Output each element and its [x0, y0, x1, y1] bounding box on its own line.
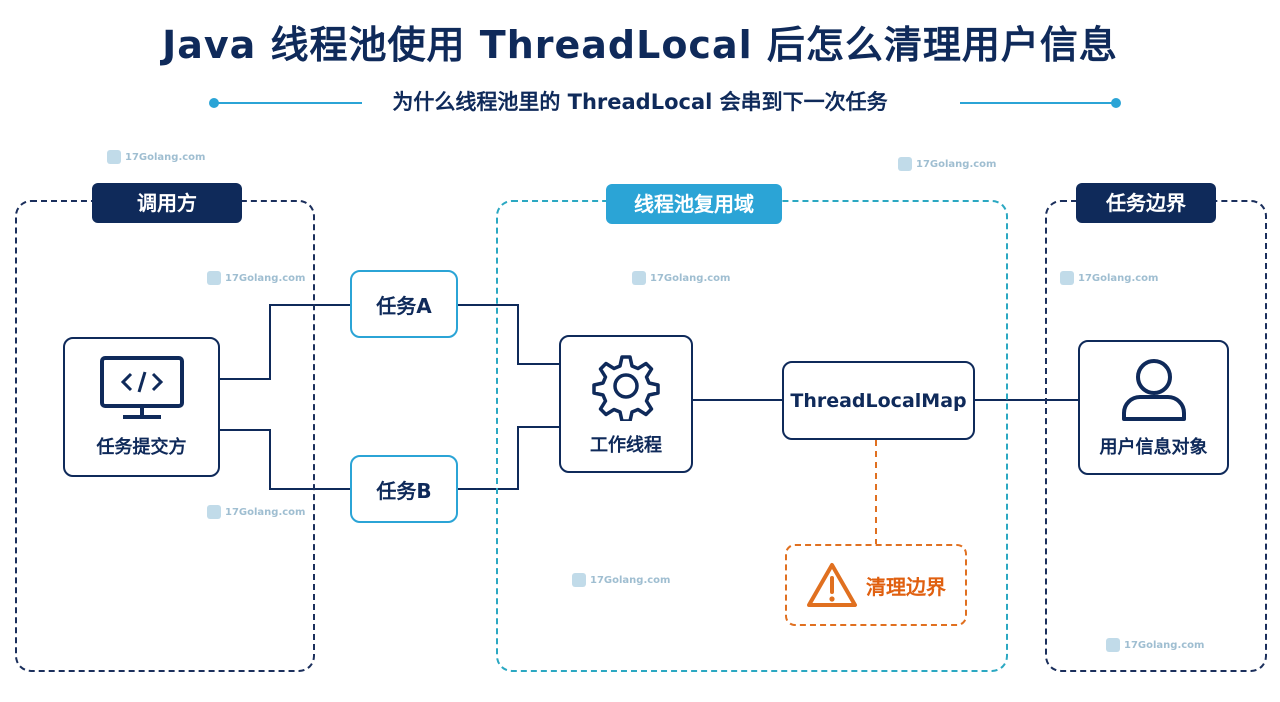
watermark: 17Golang.com — [572, 573, 670, 587]
watermark-text: 17Golang.com — [1124, 639, 1205, 651]
watermark-text: 17Golang.com — [225, 506, 306, 518]
submitter-node: 任务提交方 — [63, 337, 220, 477]
watermark-text: 17Golang.com — [225, 272, 306, 284]
page-subtitle: 为什么线程池里的 ThreadLocal 会串到下一次任务 — [392, 90, 888, 114]
task-b-label: 任务B — [376, 478, 432, 503]
user-info-node: 用户信息对象 — [1078, 340, 1229, 475]
watermark: 17Golang.com — [1106, 638, 1204, 652]
watermark: 17Golang.com — [632, 271, 730, 285]
watermark-text: 17Golang.com — [125, 151, 206, 163]
watermark-logo-icon — [1106, 638, 1120, 652]
task-a-label: 任务A — [376, 293, 432, 318]
region-task-boundary-label: 任务边界 — [1076, 183, 1216, 223]
watermark: 17Golang.com — [107, 150, 205, 164]
thread-local-map-node: ThreadLocalMap — [782, 361, 975, 440]
watermark-logo-icon — [572, 573, 586, 587]
worker-label: 工作线程 — [590, 435, 662, 456]
watermark-logo-icon — [207, 505, 221, 519]
user-icon — [1121, 358, 1186, 421]
edge-task-b-worker — [458, 426, 560, 490]
page-title: Java 线程池使用 ThreadLocal 后怎么清理用户信息 — [162, 23, 1118, 67]
watermark-text: 17Golang.com — [650, 272, 731, 284]
watermark-logo-icon — [898, 157, 912, 171]
watermark: 17Golang.com — [898, 157, 996, 171]
cleanup-node: 清理边界 — [785, 544, 967, 626]
watermark: 17Golang.com — [207, 271, 305, 285]
submitter-label: 任务提交方 — [96, 437, 187, 458]
watermark: 17Golang.com — [1060, 271, 1158, 285]
watermark-logo-icon — [632, 271, 646, 285]
region-caller-label: 调用方 — [92, 183, 242, 223]
watermark: 17Golang.com — [207, 505, 305, 519]
edge-submitter-task-a — [220, 304, 350, 380]
task-b-node: 任务B — [350, 455, 458, 523]
task-a-node: 任务A — [350, 270, 458, 338]
watermark-text: 17Golang.com — [916, 158, 997, 170]
watermark-text: 17Golang.com — [1078, 272, 1159, 284]
region-pool-label: 线程池复用域 — [606, 184, 782, 224]
subtitle-decor — [209, 98, 1121, 108]
gear-icon — [592, 355, 660, 421]
cleanup-label: 清理边界 — [866, 574, 946, 599]
watermark-logo-icon — [107, 150, 121, 164]
worker-node: 工作线程 — [559, 335, 693, 473]
watermark-logo-icon — [207, 271, 221, 285]
warning-icon — [807, 563, 857, 607]
user-info-label: 用户信息对象 — [1099, 436, 1208, 458]
thread-local-map-label: ThreadLocalMap — [790, 389, 967, 412]
watermark-logo-icon — [1060, 271, 1074, 285]
watermark-text: 17Golang.com — [590, 574, 671, 586]
edge-submitter-task-b — [220, 429, 350, 490]
edge-task-a-worker — [458, 304, 560, 365]
code-monitor-icon — [99, 356, 184, 419]
